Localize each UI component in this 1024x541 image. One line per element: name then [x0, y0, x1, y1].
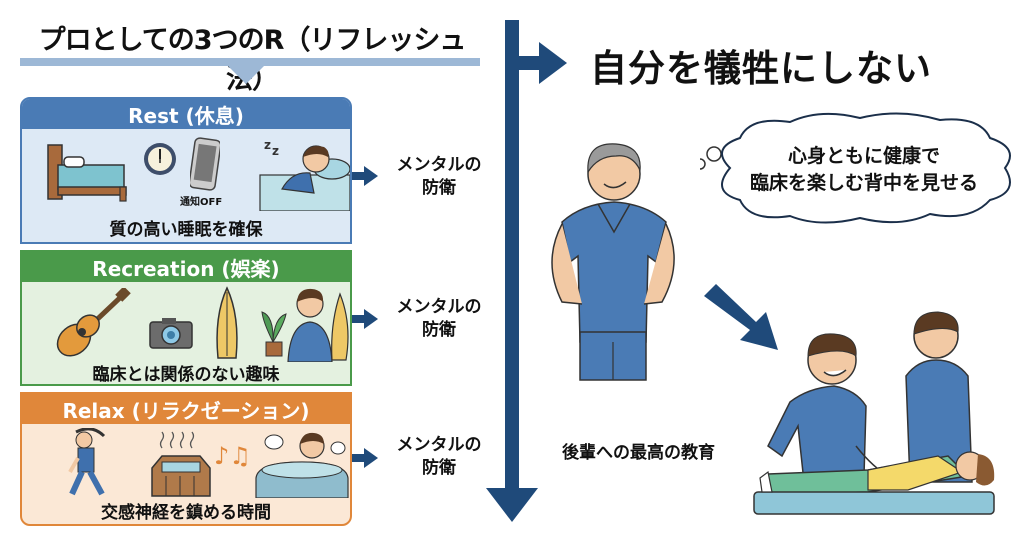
outcome-label-relax: メンタルの 防衛: [384, 434, 494, 480]
senior-therapist-illustration: [551, 143, 675, 381]
outcome-line1: メンタルの: [396, 297, 482, 317]
arrow-right-icon: [352, 309, 378, 329]
left-title: プロとしての3つのR（リフレッシュ法）: [38, 25, 467, 95]
card-relax: Relax (リラクゼーション) ♪♫: [20, 392, 352, 526]
bath-person-icon: [255, 432, 349, 498]
outcome-line2: 防衛: [422, 178, 456, 198]
plant-icon: [261, 311, 287, 357]
card-rest: Rest (休息) 通知OFF z z 質の高い: [20, 97, 352, 244]
svg-text:z: z: [272, 144, 279, 158]
notification-off-label: 通知OFF: [180, 197, 223, 208]
outcome-line2: 防衛: [422, 458, 456, 478]
card-rest-illustration: 通知OFF z z: [22, 129, 350, 211]
thought-line2: 臨床を楽しむ背中を見せる: [749, 172, 978, 194]
sleeping-person-icon: z z: [259, 138, 350, 211]
card-relax-caption: 交感神経を鎮める時間: [101, 503, 271, 523]
card-recreation: Recreation (娯楽): [20, 250, 352, 386]
thought-line1: 心身ともに健康で: [787, 145, 940, 167]
outcome-line1: メンタルの: [396, 155, 482, 175]
guitar-icon: [56, 288, 131, 357]
sauna-icon: [151, 431, 211, 497]
arrow-down-right-icon: [704, 284, 778, 350]
card-recreation-header: Recreation (娯楽): [22, 252, 350, 282]
junior-therapists-illustration: [753, 311, 995, 515]
svg-text:♪♫: ♪♫: [214, 442, 251, 470]
card-relax-header: Relax (リラクゼーション): [22, 394, 350, 424]
thought-bubble-text: 心身ともに健康で 臨床を楽しむ背中を見せる: [700, 143, 1024, 197]
card-rest-header: Rest (休息): [22, 99, 350, 129]
person-with-surfboard-icon: [287, 288, 349, 362]
camera-icon: [149, 318, 193, 349]
music-notes-icon: ♪♫: [214, 442, 251, 470]
title-underline-bar: [20, 58, 480, 66]
outcome-line1: メンタルの: [396, 435, 482, 455]
stretching-person-icon: [68, 428, 106, 496]
outcome-line2: 防衛: [422, 320, 456, 340]
title-pointer-icon: [228, 66, 264, 84]
vertical-flow-arrow: [505, 20, 519, 490]
right-title: 自分を犠牲にしない: [590, 47, 932, 90]
arrow-down-icon: [486, 488, 538, 522]
arrow-right-icon: [519, 42, 567, 84]
bed-icon: [47, 144, 127, 202]
clock-icon: [144, 143, 176, 175]
outcome-label-rest: メンタルの 防衛: [384, 154, 494, 200]
outcome-label-recreation: メンタルの 防衛: [384, 296, 494, 342]
thought-bubble: [700, 112, 1011, 224]
surfboard-icon: [216, 286, 238, 359]
card-recreation-illustration: [22, 282, 350, 362]
card-recreation-caption: 臨床とは関係のない趣味: [92, 365, 280, 385]
education-label: 後輩への最高の教育: [562, 443, 715, 463]
card-relax-illustration: ♪♫: [22, 424, 350, 498]
card-rest-caption: 質の高い睡眠を確保: [109, 220, 263, 240]
arrow-right-icon: [352, 166, 378, 186]
smartphone-icon: [190, 137, 220, 191]
arrow-right-icon: [352, 448, 378, 468]
svg-text:z: z: [264, 138, 271, 152]
